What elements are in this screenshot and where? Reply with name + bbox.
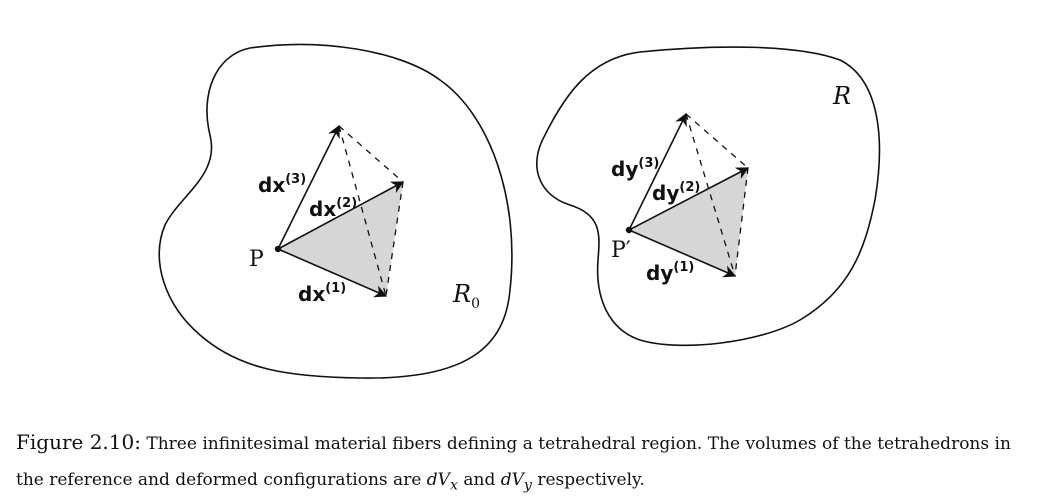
figure-caption: Figure 2.10: Three infinitesimal materia… [16,424,1026,503]
dx2-arrow [277,181,405,250]
point-p-prime [625,226,633,234]
dx3-label: dx(3) [258,172,306,197]
dx1-arrow [277,248,388,298]
dy1-arrow [628,229,737,278]
dy2-arrow [628,167,750,231]
point-p [274,245,282,253]
reference-region-boundary [158,43,513,379]
dx2-label: dx(2) [309,196,357,221]
reference-dashed-edge [385,181,404,297]
caption-label: Figure 2.10: [16,430,141,454]
reference-shaded-face [278,182,403,296]
dy3-arrow [628,112,687,231]
deformed-dashed-edge [685,113,736,277]
dy2-label: dy(2) [652,180,700,205]
deformed-region-boundary [536,46,881,347]
volume-deformed: dVy [500,470,532,494]
dy1-label: dy(1) [646,260,694,285]
point-p-prime-label: P′ [611,238,631,263]
point-p-label: P [249,247,264,272]
dy3-label: dy(3) [611,156,659,181]
volume-reference: dVx [426,470,458,494]
dx3-arrow [277,124,340,250]
caption-end: respectively. [537,470,645,490]
tetrahedron-figure: P dx(3) dx(2) dx(1) R0 P′ dy(3) dy(2) [158,43,881,379]
dx1-label: dx(1) [298,281,346,306]
reference-dashed-edge [338,125,387,297]
caption-and: and [463,470,496,490]
deformed-dashed-edge [685,113,749,169]
reference-dashed-edge [338,125,404,183]
reference-configuration: P dx(3) dx(2) dx(1) R0 [158,43,513,379]
deformed-region-label: R [832,82,851,110]
deformed-shaded-face [629,168,748,276]
reference-region-label: R0 [452,280,480,312]
deformed-configuration: P′ dy(3) dy(2) dy(1) R [536,46,881,347]
caption-text: Three infinitesimal material fibers defi… [16,434,1011,490]
